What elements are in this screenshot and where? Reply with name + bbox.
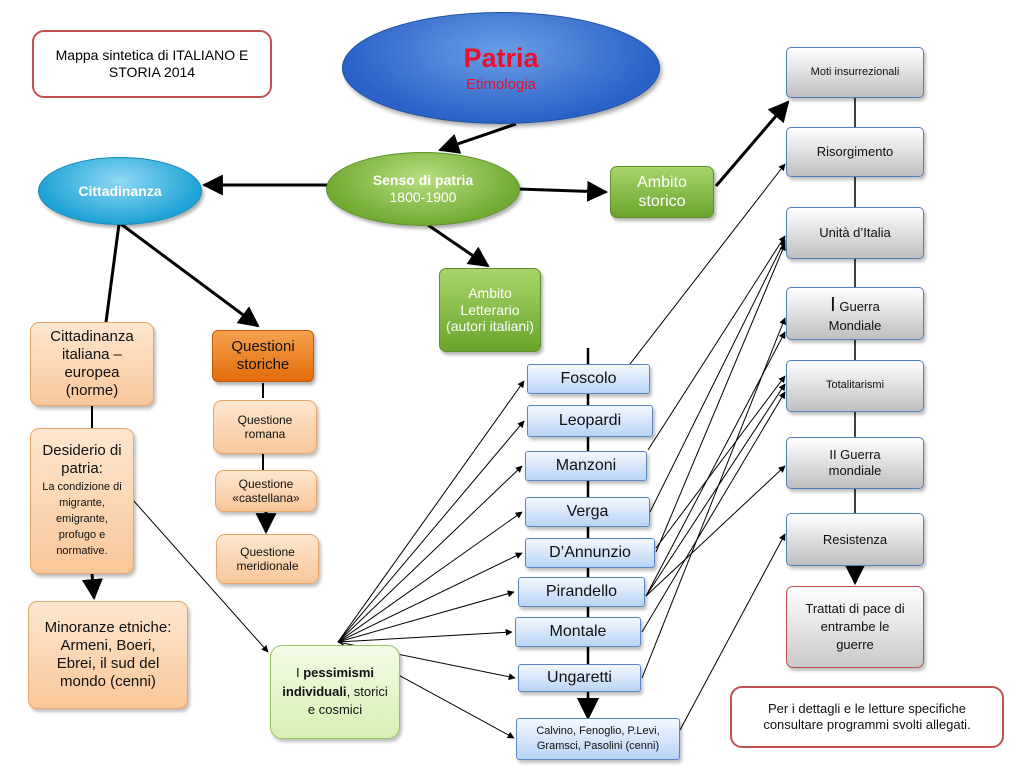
link-patria-senso [438, 122, 517, 154]
patria-title: Patria [463, 42, 539, 73]
patria-subtitle: Etimologia [465, 76, 537, 94]
desiderio-box: Desiderio di patria: La condizione di mi… [30, 428, 134, 574]
questione-romana-box: Questione romana [213, 400, 317, 454]
senso-di-patria-ellipse: Senso di patria 1800-1900 [326, 152, 520, 226]
link-cittadinanza-questioni [120, 222, 260, 328]
history-ww2: II Guerra mondiale [786, 437, 924, 489]
patria-ellipse: Patria Etimologia [342, 12, 660, 124]
history-moti: Moti insurrezionali [786, 47, 924, 98]
history-totalitarismi: Totalitarismi [786, 360, 924, 412]
senso-title: Senso di patria [372, 172, 474, 189]
pessimismi-suffix: , storici e cosmici [307, 683, 388, 718]
author-manzoni: Manzoni [525, 451, 647, 481]
author-foscolo-label: Foscolo [560, 370, 617, 388]
questione-castellana-box: Questione «castellana» [215, 470, 317, 512]
link-cittadinanza-europea [104, 223, 121, 323]
authors-others-box: Calvino, Fenoglio, P.Levi, Gramsci, Paso… [516, 718, 680, 760]
desiderio-title: Desiderio di patria: [42, 442, 122, 478]
pessimismi-label: I pessimismi individuali, storici e cosm… [271, 664, 399, 721]
ambito-storico-label: Ambito storico [637, 173, 687, 210]
history-ww1: I Guerra Mondiale [786, 287, 924, 340]
history-resistenza: Resistenza [786, 513, 924, 566]
history-resistenza-label: Resistenza [822, 531, 888, 547]
author-dannunzio-label: D’Annunzio [549, 544, 631, 562]
ambito-letterario-label: Ambito Letterario (autori italiani) [446, 284, 534, 335]
cittadinanza-ellipse: Cittadinanza [38, 157, 202, 225]
ambito-letterario-box: Ambito Letterario (autori italiani) [439, 268, 541, 352]
history-moti-label: Moti insurrezionali [810, 65, 900, 78]
authors-others-label: Calvino, Fenoglio, P.Levi, Gramsci, Paso… [536, 725, 660, 752]
map-title-box: Mappa sintetica di ITALIANO E STORIA 201… [32, 30, 272, 98]
history-ww2-label: II Guerra mondiale [828, 447, 882, 478]
questione-meridionale-box: Questione meridionale [216, 534, 319, 584]
questione-romana-label: Questione romana [237, 412, 293, 441]
author-verga-label: Verga [566, 503, 609, 521]
history-unita: Unità d’Italia [786, 207, 924, 259]
author-manzoni-label: Manzoni [555, 457, 617, 475]
author-leopardi: Leopardi [527, 405, 653, 437]
link-senso-letterario [427, 223, 490, 268]
questione-meridionale-label: Questione meridionale [236, 544, 299, 573]
questioni-storiche-label: Questioni storiche [231, 338, 295, 373]
author-leopardi-label: Leopardi [558, 412, 622, 430]
minoranze-box: Minoranze etniche: Armeni, Boeri, Ebrei,… [28, 601, 188, 709]
cittadinanza-europea-box: Cittadinanza italiana – europea (norme) [30, 322, 154, 406]
history-ww1-label: I Guerra Mondiale [787, 293, 923, 334]
author-ungaretti: Ungaretti [518, 664, 641, 692]
cittadinanza-label: Cittadinanza [78, 182, 162, 199]
trattati-label: Trattati di pace di entrambe le guerre [805, 600, 905, 653]
history-unita-label: Unità d’Italia [819, 225, 891, 241]
history-risorgimento-label: Risorgimento [816, 144, 894, 160]
minoranze-label: Minoranze etniche: Armeni, Boeri, Ebrei,… [44, 619, 172, 690]
author-verga: Verga [525, 497, 650, 527]
history-totalitarismi-label: Totalitarismi [825, 379, 885, 392]
author-montale: Montale [515, 617, 641, 647]
note-box: Per i dettagli e le letture specifiche c… [730, 686, 1004, 748]
desiderio-detail: La condizione di migrante, emigrante, pr… [42, 481, 122, 557]
author-ungaretti-label: Ungaretti [547, 669, 612, 687]
pessimismi-bold: pessimismi individuali [282, 664, 375, 699]
note-label: Per i dettagli e le letture specifiche c… [763, 701, 971, 732]
history-risorgimento: Risorgimento [786, 127, 924, 177]
author-pirandello: Pirandello [518, 577, 645, 607]
trattati-box: Trattati di pace di entrambe le guerre [786, 586, 924, 668]
author-montale-label: Montale [549, 623, 607, 641]
history-ww1-numeral: I [830, 293, 836, 316]
map-title: Mappa sintetica di ITALIANO E STORIA 201… [55, 47, 249, 80]
link-desiderio-minoranze [81, 573, 103, 601]
pessimismi-box: I pessimismi individuali, storici e cosm… [270, 645, 400, 739]
cittadinanza-europea-label: Cittadinanza italiana – europea (norme) [50, 328, 134, 399]
pessimismi-prefix: I [295, 664, 304, 680]
author-dannunzio: D’Annunzio [525, 538, 655, 568]
author-pirandello-label: Pirandello [545, 583, 618, 601]
link-storico-moti [714, 100, 790, 187]
questione-castellana-label: Questione «castellana» [232, 476, 300, 505]
questioni-storiche-box: Questioni storiche [212, 330, 314, 382]
history-ww1-text: Guerra Mondiale [828, 298, 882, 333]
author-foscolo: Foscolo [527, 364, 650, 394]
senso-subtitle: 1800-1900 [389, 189, 457, 205]
ambito-storico-box: Ambito storico [610, 166, 714, 218]
link-senso-storico [517, 180, 609, 202]
